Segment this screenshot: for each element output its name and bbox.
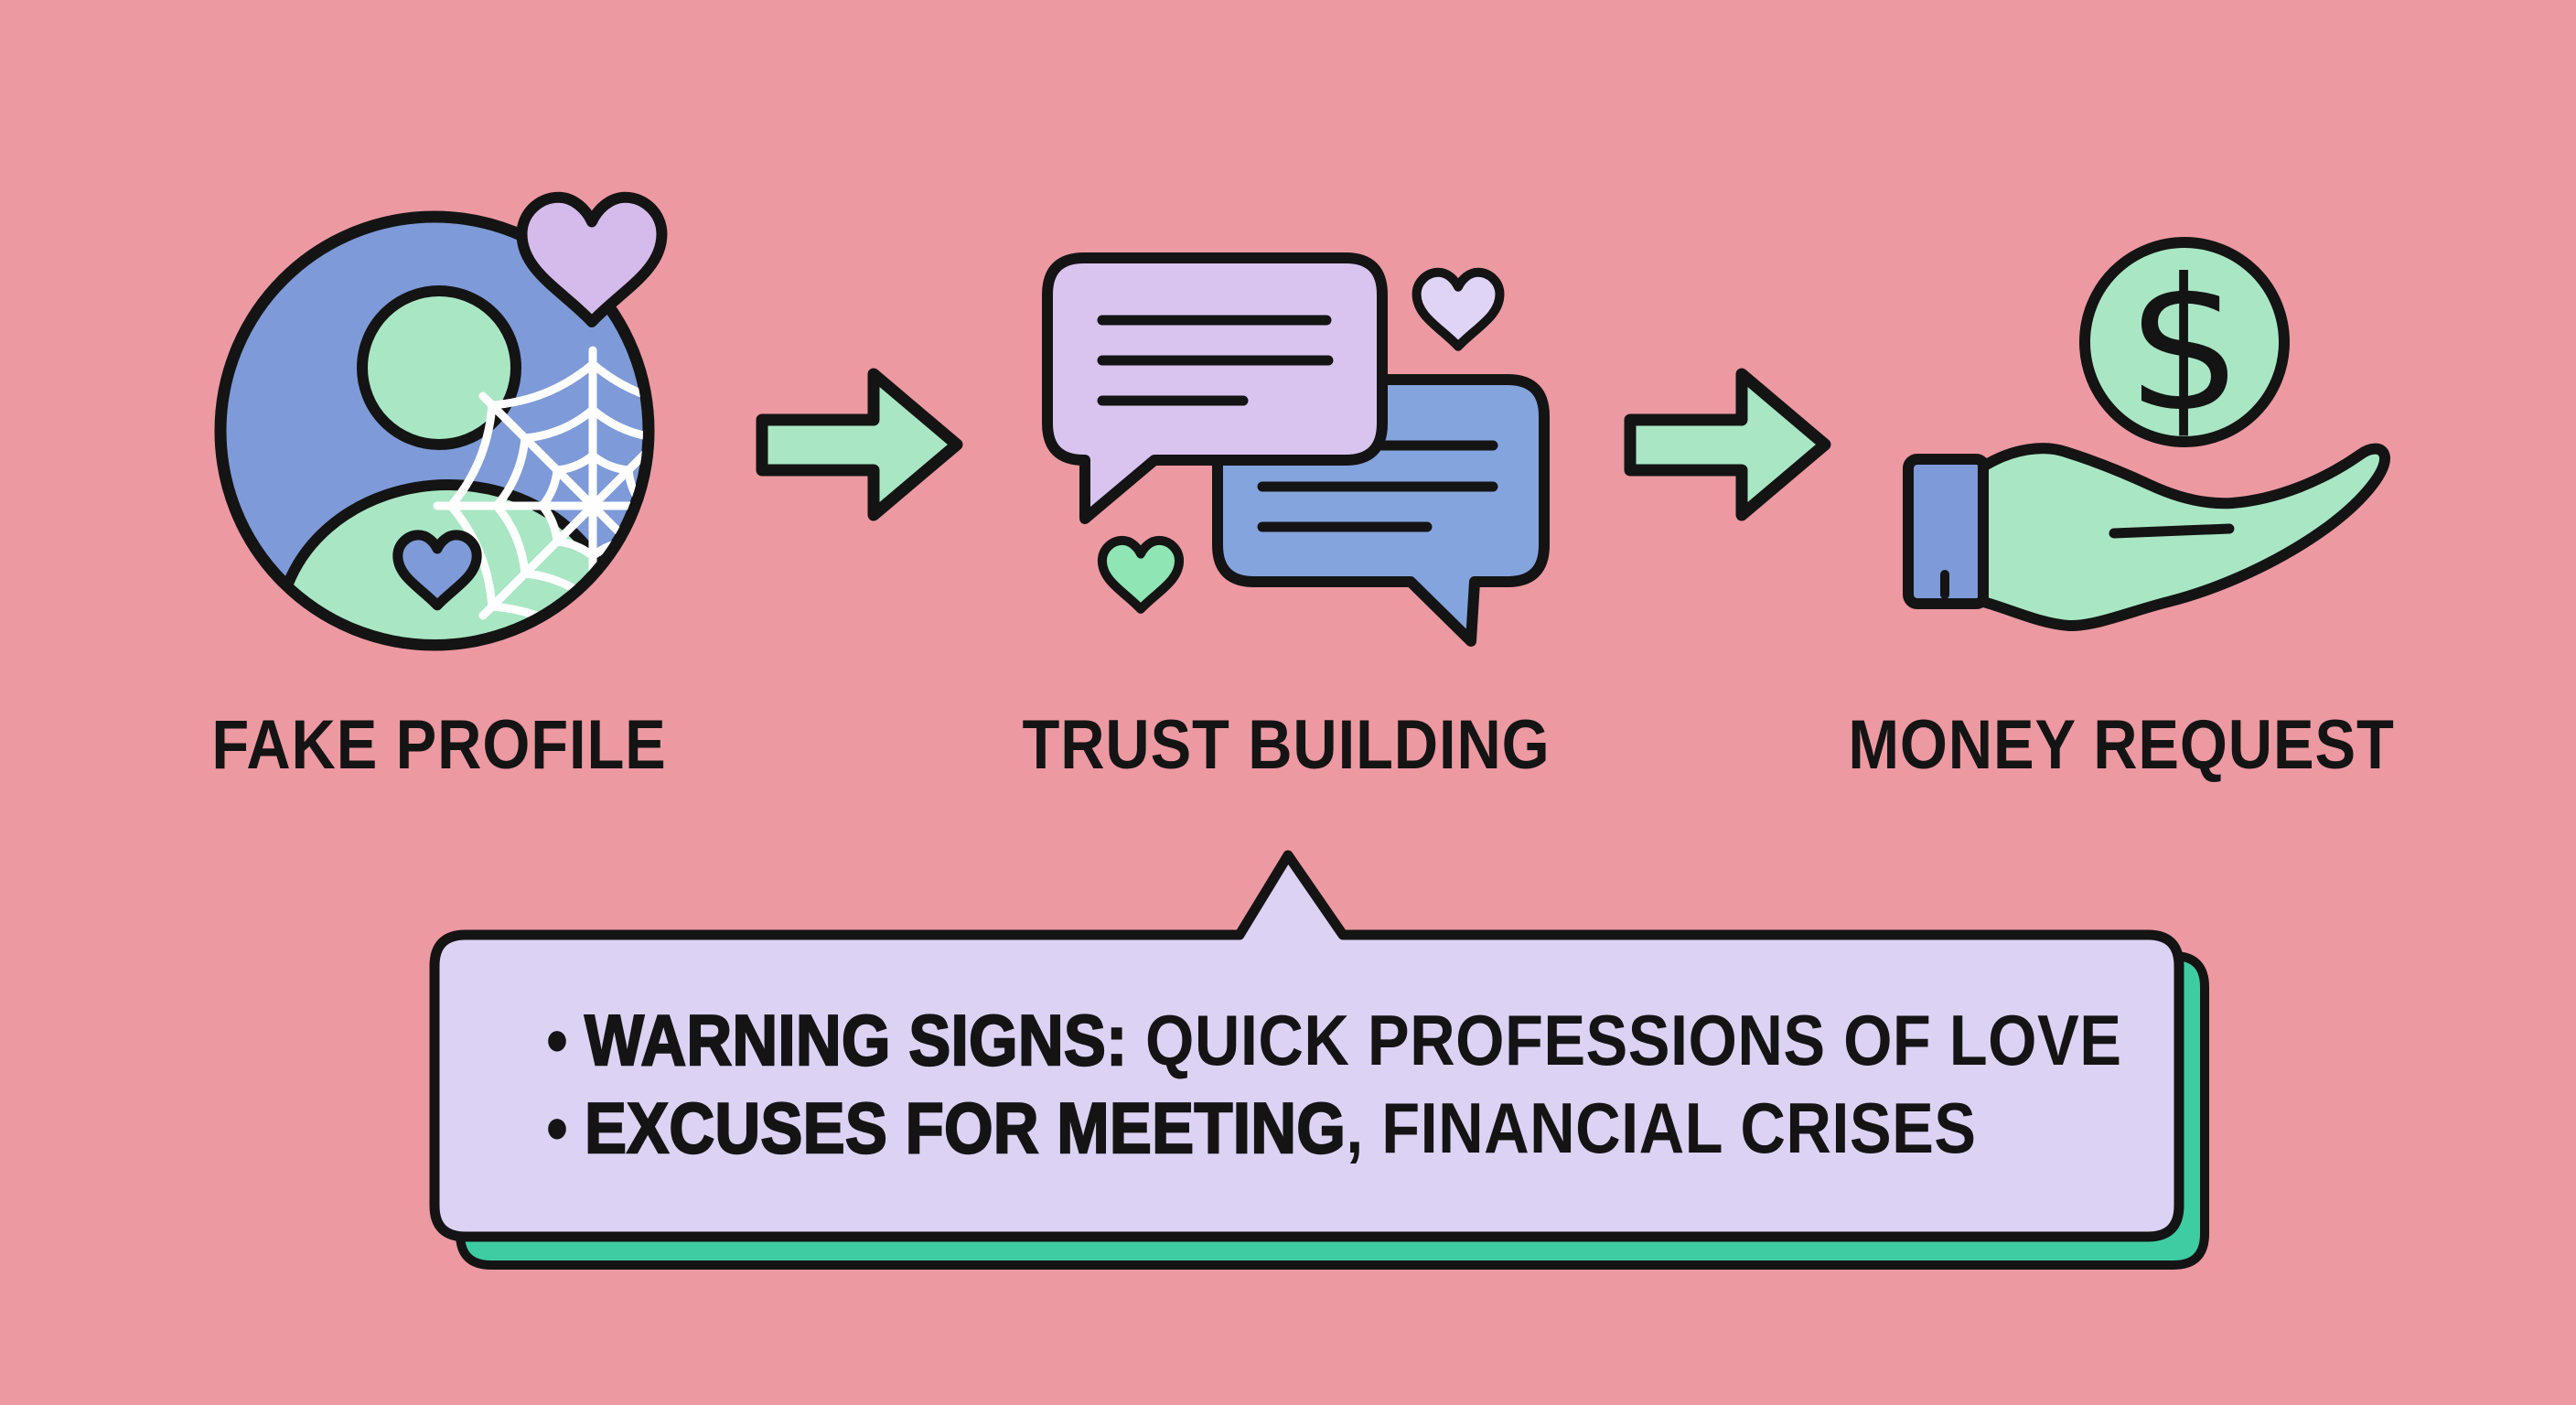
arrow-icon: [1624, 368, 1831, 521]
warning-callout: [429, 850, 2209, 1270]
warning-line: •EXCUSES FOR MEETING, FINANCIAL CRISES: [546, 1091, 1977, 1164]
dollar-coin-icon: $: [2079, 237, 2290, 453]
warning-keyword: WARNING SIGNS:: [584, 1000, 1128, 1080]
warning-keyword: EXCUSES FOR MEETING: [584, 1088, 1347, 1168]
warning-text: QUICK PROFESSIONS OF LOVE: [1127, 1000, 2122, 1080]
heart-icon: [1417, 273, 1500, 347]
palm-crease: [2109, 523, 2235, 539]
bullet-point: •: [546, 1000, 569, 1080]
warning-line: •WARNING SIGNS: QUICK PROFESSIONS OF LOV…: [546, 1003, 2121, 1077]
hand-shape: [1978, 443, 2390, 632]
bullet-point: •: [546, 1088, 569, 1168]
chat-bubbles-icon: [1042, 252, 1550, 647]
chat-text-lines: [1097, 315, 1334, 406]
money-request-icon: $: [1903, 237, 2390, 632]
arrow-icon: [756, 368, 963, 521]
stage-label-fake-profile: FAKE PROFILE: [211, 706, 667, 784]
stage-label-money-request: MONEY REQUEST: [1848, 706, 2395, 784]
spider-web-icon: [433, 346, 643, 639]
warning-text: , FINANCIAL CRISES: [1346, 1088, 1977, 1168]
open-hand-icon: [1903, 443, 2390, 632]
callout-box: [429, 850, 2184, 1242]
dollar-sign: $: [2126, 240, 2242, 453]
fake-profile-icon: [214, 198, 748, 651]
stage-label-trust-building: TRUST BUILDING: [1022, 706, 1551, 784]
heart-icon: [1102, 541, 1179, 609]
avatar-head: [357, 285, 521, 450]
